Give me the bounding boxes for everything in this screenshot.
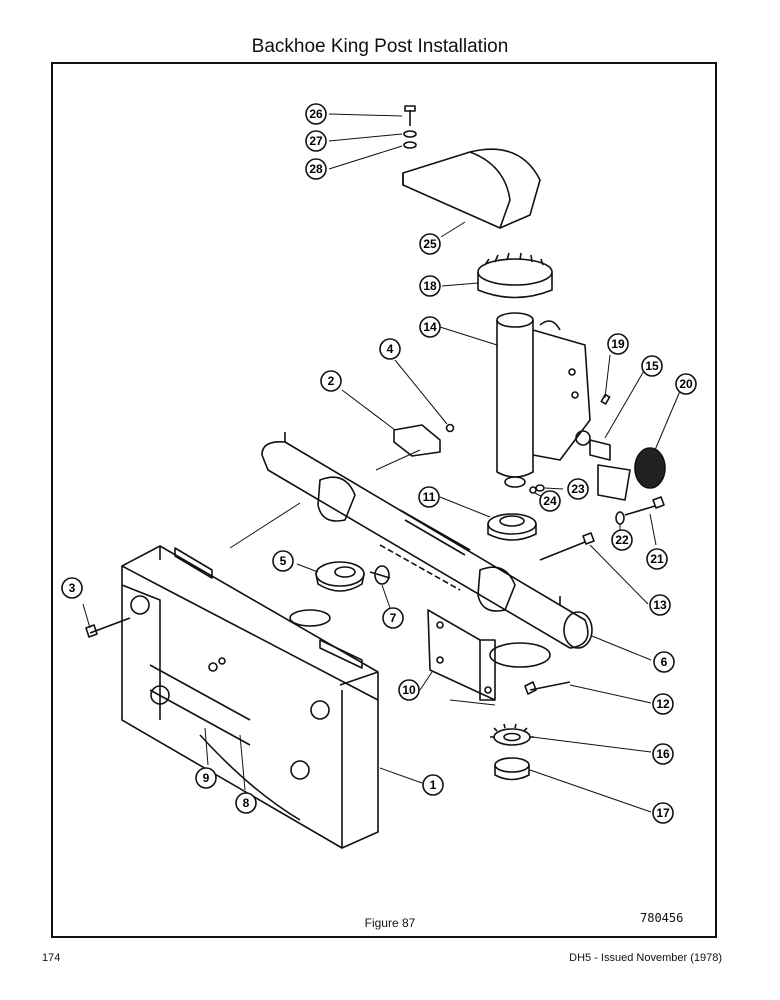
bolt-3-part <box>85 617 131 638</box>
gear-part <box>477 252 553 299</box>
callout-9: 9 <box>195 767 217 789</box>
callout-label: 10 <box>402 683 416 697</box>
bolt-21-part <box>624 496 665 516</box>
callout-23: 23 <box>567 478 589 500</box>
callout-label: 25 <box>423 237 437 251</box>
nut-24-part <box>529 486 537 494</box>
callout-24: 24 <box>539 490 561 512</box>
callout-27: 27 <box>305 130 327 152</box>
callout-21: 21 <box>646 548 668 570</box>
callout-11: 11 <box>418 486 440 508</box>
callout-label: 14 <box>423 320 437 334</box>
callout-label: 22 <box>615 533 629 547</box>
bolt-12-part <box>524 681 571 695</box>
callout-17: 17 <box>652 802 674 824</box>
lock-washer-part <box>490 723 534 746</box>
callout-label: 17 <box>656 806 670 820</box>
issue-note: DH5 - Issued November (1978) <box>569 952 722 964</box>
callout-13: 13 <box>649 594 671 616</box>
leader-lines <box>82 113 681 813</box>
callout-label: 23 <box>571 482 585 496</box>
callout-label: 12 <box>656 697 670 711</box>
bolt-13-part <box>539 532 595 561</box>
callout-label: 27 <box>309 134 323 148</box>
callout-label: 20 <box>679 377 693 391</box>
callout-22: 22 <box>611 529 633 551</box>
callout-label: 24 <box>543 494 557 508</box>
callout-label: 3 <box>69 581 76 595</box>
callout-label: 16 <box>656 747 670 761</box>
callout-label: 21 <box>650 552 664 566</box>
callout-19: 19 <box>607 333 629 355</box>
callout-label: 2 <box>328 374 335 388</box>
bearing-part <box>487 513 537 541</box>
callout-label: 11 <box>423 490 436 504</box>
callout-label: 1 <box>430 778 437 792</box>
callout-3: 3 <box>61 577 83 599</box>
callout-18: 18 <box>419 275 441 297</box>
page-number: 174 <box>42 952 61 964</box>
callout-25: 25 <box>419 233 441 255</box>
seal-and-fitting-part <box>315 561 391 592</box>
callout-12: 12 <box>652 693 674 715</box>
callout-4: 4 <box>379 338 401 360</box>
callout-5: 5 <box>272 550 294 572</box>
callout-10: 10 <box>398 679 420 701</box>
figure-caption: Figure 87 <box>364 916 416 930</box>
callout-group: 2627282518141915204211232422211335761012… <box>61 103 697 824</box>
callout-label: 5 <box>280 554 287 568</box>
callout-label: 28 <box>309 162 323 176</box>
callout-label: 6 <box>661 655 668 669</box>
ring-part <box>494 757 530 781</box>
parts-diagram: 2627282518141915204211232422211335761012… <box>61 103 697 849</box>
callout-label: 4 <box>387 342 394 356</box>
callout-label: 15 <box>645 359 659 373</box>
bracket-part <box>427 609 551 701</box>
clamp-part <box>393 423 455 457</box>
callout-16: 16 <box>652 743 674 765</box>
callout-7: 7 <box>382 607 404 629</box>
callout-label: 13 <box>653 598 667 612</box>
callout-1: 1 <box>422 774 444 796</box>
callout-15: 15 <box>641 355 663 377</box>
callout-26: 26 <box>305 103 327 125</box>
washer-23-part <box>535 484 545 492</box>
callout-20: 20 <box>675 373 697 395</box>
cylinder-shaft-part <box>261 432 593 649</box>
cover-plate-part <box>402 148 541 229</box>
mounting-frame-part <box>121 545 379 849</box>
callout-label: 7 <box>390 611 397 625</box>
callout-6: 6 <box>653 651 675 673</box>
page-title: Backhoe King Post Installation <box>251 36 509 57</box>
king-post-part <box>496 312 591 488</box>
callout-label: 19 <box>611 337 625 351</box>
callout-label: 18 <box>423 279 437 293</box>
callout-label: 8 <box>243 796 250 810</box>
callout-28: 28 <box>305 158 327 180</box>
knob-assembly-part <box>589 393 666 501</box>
callout-2: 2 <box>320 370 342 392</box>
callout-14: 14 <box>419 316 441 338</box>
bolt-stack-part <box>403 105 417 149</box>
callout-8: 8 <box>235 792 257 814</box>
callout-label: 26 <box>309 107 323 121</box>
figure-frame <box>51 62 717 938</box>
drawing-number: 780456 <box>640 911 684 925</box>
washer-22-part <box>615 511 625 525</box>
callout-label: 9 <box>203 771 210 785</box>
